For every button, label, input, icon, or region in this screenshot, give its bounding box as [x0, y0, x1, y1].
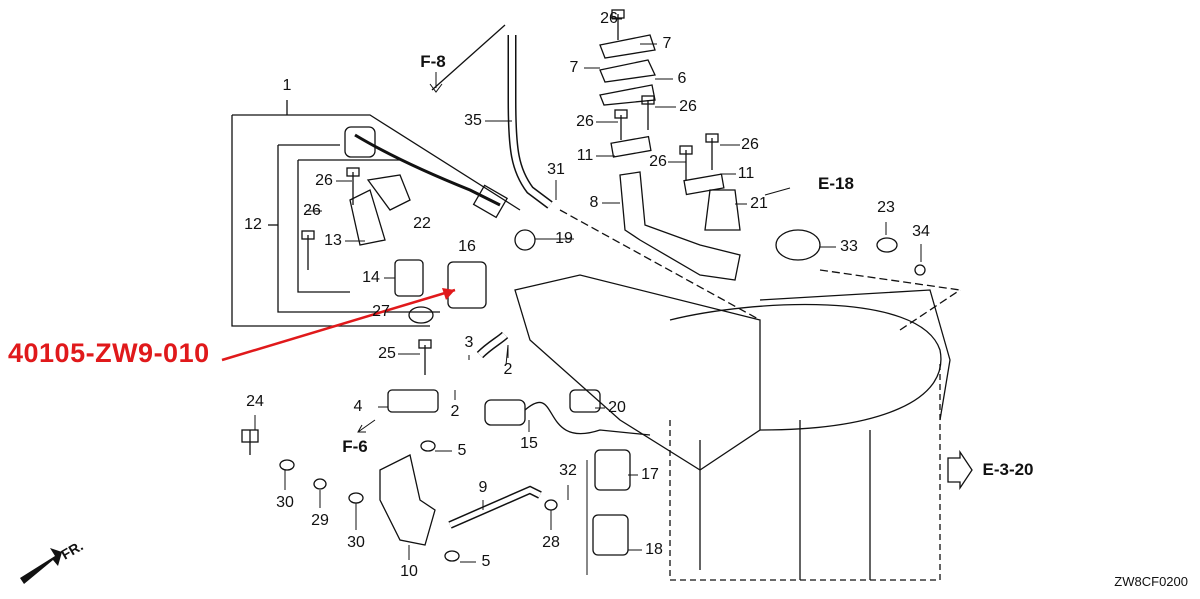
callout-part-16[interactable]: 16: [458, 238, 476, 255]
reference-arrow-icon: [947, 449, 973, 491]
part-16-cover: [447, 261, 487, 309]
callout-part-14[interactable]: 14: [362, 269, 380, 286]
callout-part-25[interactable]: 25: [378, 345, 396, 362]
callout-part-17[interactable]: 17: [641, 466, 659, 483]
callout-part-8[interactable]: 8: [589, 194, 599, 211]
arrow-icon: [429, 72, 443, 93]
diagram-code: ZW8CF0200: [1114, 574, 1188, 589]
front-arrow-icon: [20, 548, 62, 584]
callout-part-29[interactable]: 29: [311, 512, 329, 529]
callout-part-10[interactable]: 10: [400, 563, 418, 580]
bolts: [241, 9, 719, 455]
callout-part-26[interactable]: 26: [679, 98, 697, 115]
callout-part-3[interactable]: 3: [464, 334, 474, 351]
callout-part-5[interactable]: 5: [457, 442, 467, 459]
callout-part-7[interactable]: 7: [662, 35, 672, 52]
callout-part-5[interactable]: 5: [481, 553, 491, 570]
callout-part-22[interactable]: 22: [413, 215, 431, 232]
callout-part-20[interactable]: 20: [608, 399, 626, 416]
callout-part-11[interactable]: 11: [576, 147, 594, 164]
ref-F-6[interactable]: F-6: [342, 437, 368, 456]
callout-part-19[interactable]: 19: [555, 230, 573, 247]
callout-part-15[interactable]: 15: [520, 435, 538, 452]
callout-part-32[interactable]: 32: [559, 462, 577, 479]
highlight-leader-line: [221, 288, 456, 362]
callout-part-13[interactable]: 13: [324, 232, 342, 249]
ref-F-8[interactable]: F-8: [420, 52, 446, 71]
callout-part-33[interactable]: 33: [840, 238, 858, 255]
callout-part-2[interactable]: 2: [450, 403, 460, 420]
callout-part-30[interactable]: 30: [347, 534, 365, 551]
callout-part-11[interactable]: 11: [737, 165, 755, 182]
callout-part-23[interactable]: 23: [877, 199, 895, 216]
washers: [279, 440, 558, 562]
callout-part-6[interactable]: 6: [677, 70, 687, 87]
ref-E-18[interactable]: E-18: [818, 174, 854, 193]
ref-E-3-20[interactable]: E-3-20: [982, 460, 1034, 479]
callout-part-34[interactable]: 34: [912, 223, 930, 240]
callout-part-26[interactable]: 26: [576, 113, 594, 130]
callout-part-2[interactable]: 2: [503, 361, 513, 378]
callout-part-31[interactable]: 31: [547, 161, 565, 178]
callout-part-1[interactable]: 1: [282, 77, 292, 94]
callout-part-26[interactable]: 26: [741, 136, 759, 153]
callout-part-27[interactable]: 27: [372, 303, 390, 320]
engine-block: [514, 274, 761, 471]
callout-part-35[interactable]: 35: [464, 112, 482, 129]
callout-part-4[interactable]: 4: [353, 398, 363, 415]
callout-part-9[interactable]: 9: [478, 479, 488, 496]
callout-part-26[interactable]: 26: [315, 172, 333, 189]
callout-part-26[interactable]: 26: [600, 10, 618, 27]
callout-part-21[interactable]: 21: [750, 195, 768, 212]
callout-part-26[interactable]: 26: [649, 153, 667, 170]
arrow-icon: [357, 419, 376, 433]
callout-part-18[interactable]: 18: [645, 541, 663, 558]
callout-part-30[interactable]: 30: [276, 494, 294, 511]
highlighted-part-number[interactable]: 40105-ZW9-010: [8, 338, 210, 368]
callout-part-12[interactable]: 12: [244, 216, 262, 233]
assembly-1-bracket: [231, 114, 521, 327]
callout-part-28[interactable]: 28: [542, 534, 560, 551]
callout-part-24[interactable]: 24: [246, 393, 264, 410]
callout-part-26[interactable]: 26: [303, 202, 321, 219]
callout-part-7[interactable]: 7: [569, 59, 579, 76]
